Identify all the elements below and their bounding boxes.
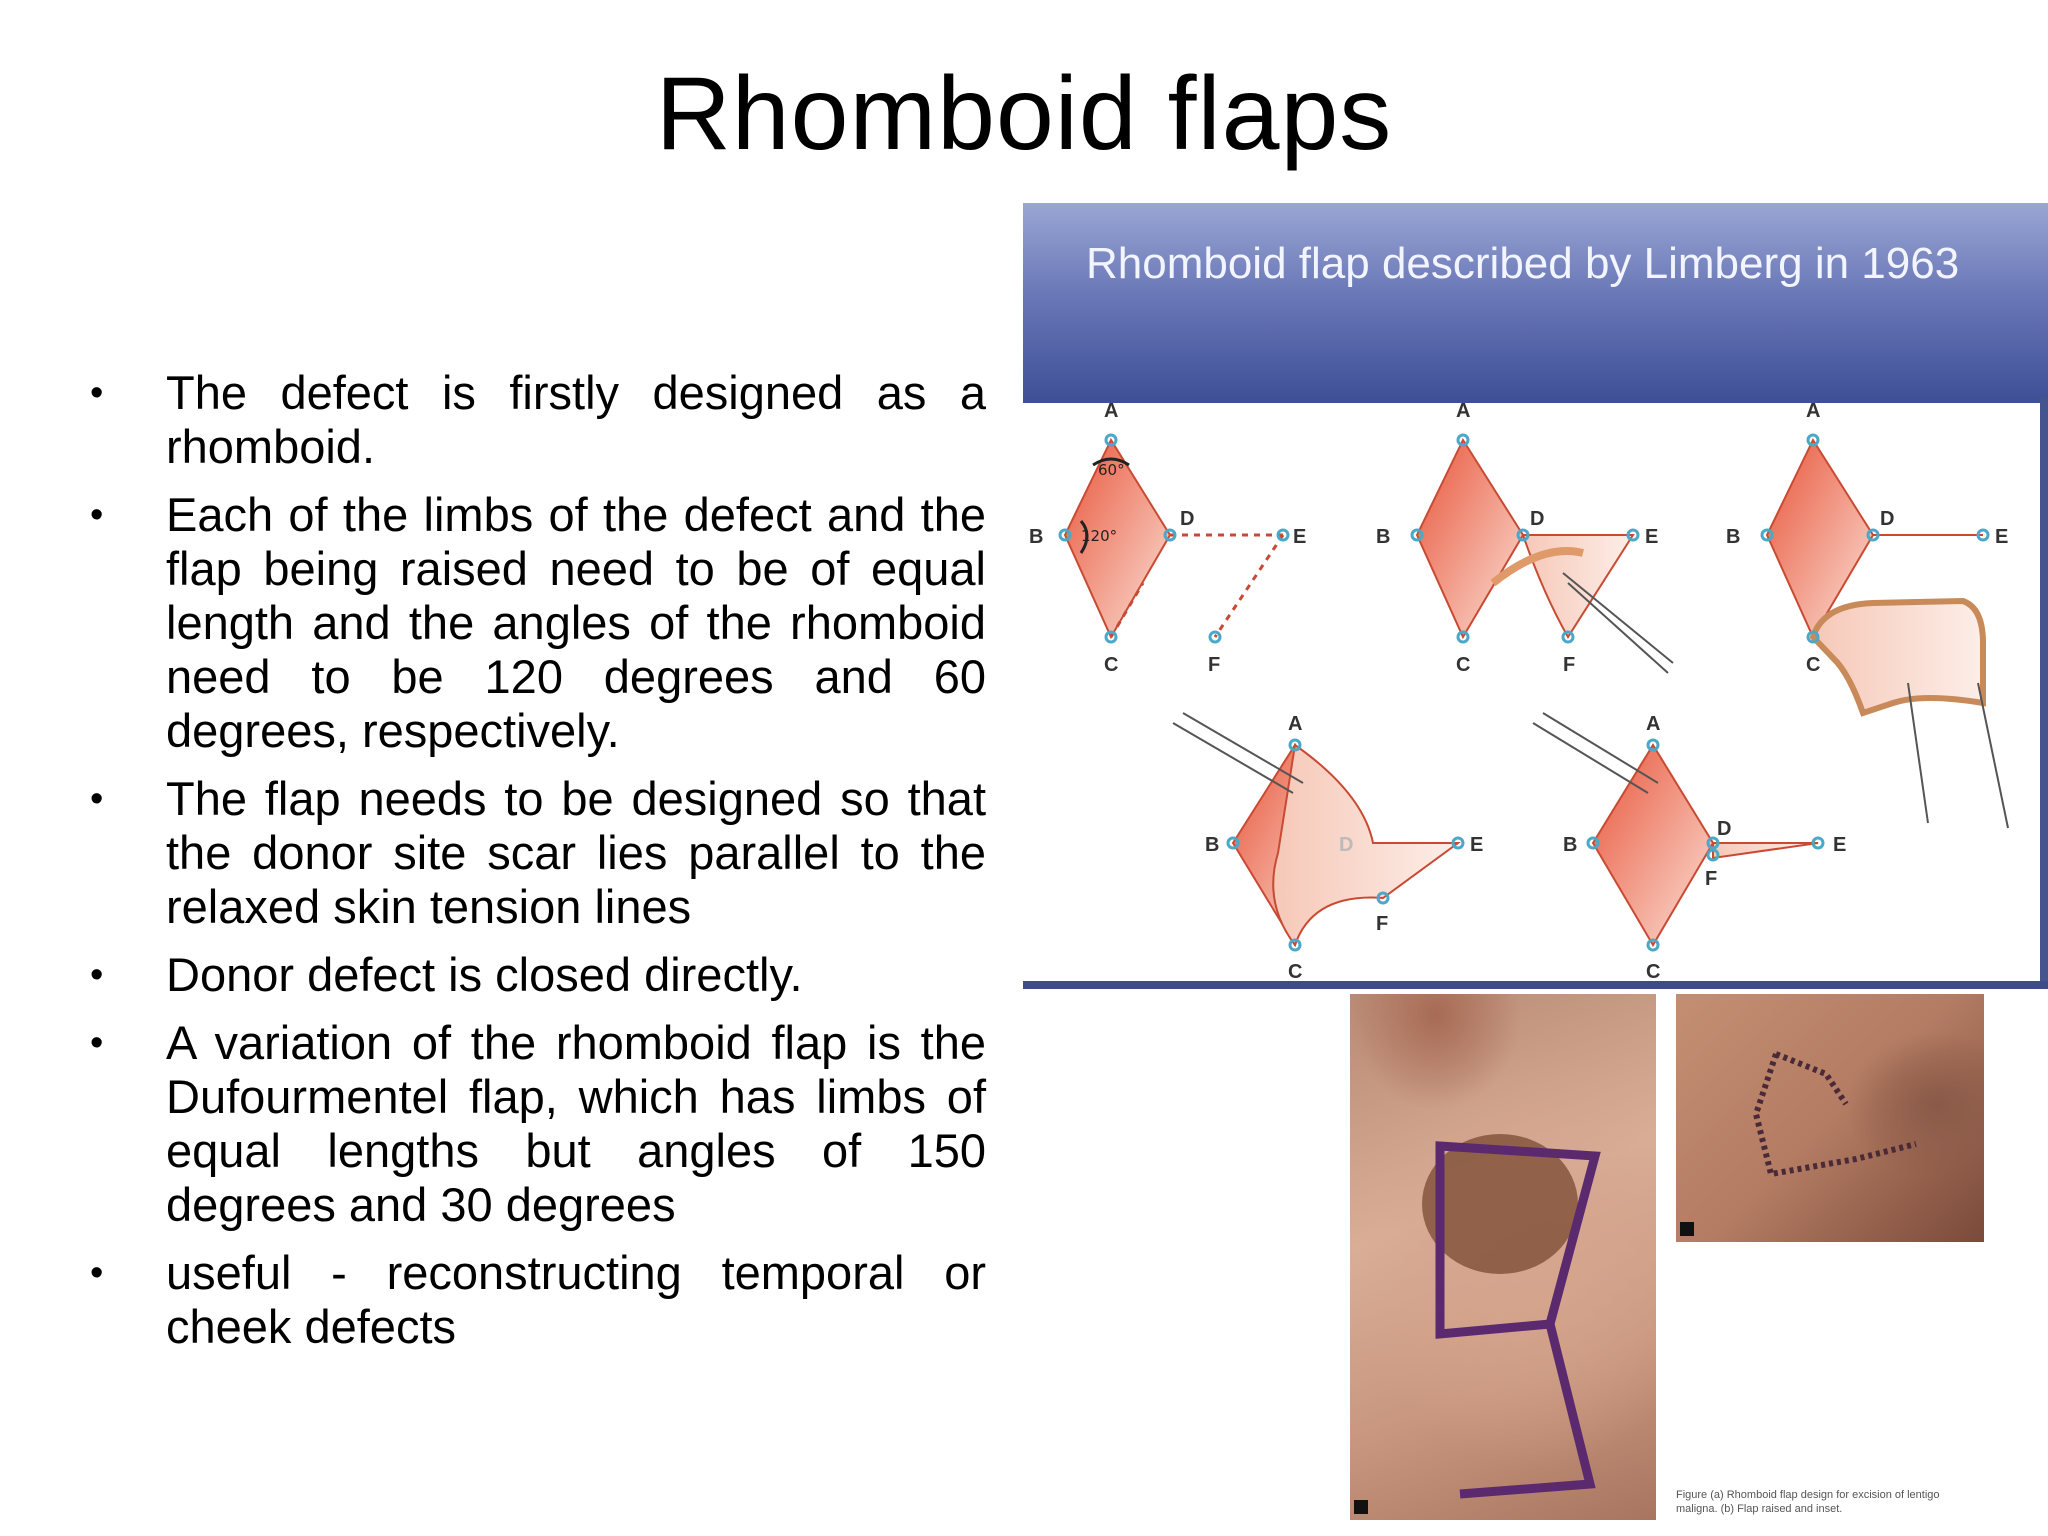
angle-arc-60 bbox=[1092, 457, 1130, 467]
bullet-text: Donor defect is closed directly. bbox=[166, 948, 803, 1001]
label-d: D bbox=[1717, 818, 1731, 840]
bullet-item: • Each of the limbs of the defect and the… bbox=[78, 488, 986, 758]
flap-diagram: 60° 120° A B C D E F A bbox=[1029, 400, 2009, 983]
marker-c bbox=[1104, 630, 1118, 644]
label-a: A bbox=[1456, 400, 1470, 422]
label-c: C bbox=[1806, 654, 1820, 676]
bullet-text: The defect is firstly designed as a rhom… bbox=[166, 366, 986, 473]
label-f: F bbox=[1208, 654, 1220, 676]
angle-label-120: 120° bbox=[1081, 527, 1117, 545]
label-a: A bbox=[1646, 713, 1660, 735]
clinical-photo-result bbox=[1676, 994, 1984, 1242]
rhomboid-flap-figure: Rhomboid flap described by Limberg in 19… bbox=[1023, 203, 2048, 989]
bullet-item: • A variation of the rhomboid flap is the… bbox=[78, 1016, 986, 1232]
label-d: D bbox=[1880, 508, 1894, 530]
label-c: C bbox=[1288, 961, 1302, 983]
bullet-text: A variation of the rhomboid flap is the … bbox=[166, 1016, 986, 1231]
bullet-text: Each of the limbs of the defect and the … bbox=[166, 488, 986, 757]
label-a: A bbox=[1104, 400, 1118, 422]
bullet-item: • useful - reconstructing temporal or che… bbox=[78, 1246, 986, 1354]
bullet-text: useful - reconstructing temporal or chee… bbox=[166, 1246, 986, 1353]
panel-rotation: A B C D E F bbox=[1172, 712, 1483, 983]
label-f: F bbox=[1376, 913, 1388, 935]
label-b: B bbox=[1563, 834, 1577, 856]
marker-d bbox=[1163, 528, 1177, 542]
label-e: E bbox=[1645, 526, 1658, 548]
label-e: E bbox=[1470, 834, 1483, 856]
lesion bbox=[1422, 1134, 1578, 1274]
bullet-text: The flap needs to be designed so that th… bbox=[166, 772, 986, 933]
label-c: C bbox=[1646, 961, 1660, 983]
label-f: F bbox=[1563, 654, 1575, 676]
marker-e bbox=[1276, 528, 1290, 542]
label-a: A bbox=[1806, 400, 1820, 422]
slide-title: Rhomboid flaps bbox=[655, 56, 1393, 172]
bullet-marker: • bbox=[90, 1022, 104, 1064]
angle-label-60: 60° bbox=[1098, 461, 1125, 479]
angle-arc-120 bbox=[1079, 520, 1089, 554]
bullet-item: • Donor defect is closed directly. bbox=[78, 948, 986, 1002]
bullet-marker: • bbox=[90, 494, 104, 536]
bullet-item: • The defect is firstly designed as a rho… bbox=[78, 366, 986, 474]
hook-icon bbox=[1907, 682, 2009, 829]
suture-line bbox=[1752, 1053, 1917, 1178]
label-b: B bbox=[1726, 526, 1740, 548]
label-c: C bbox=[1456, 654, 1470, 676]
bullet-marker: • bbox=[90, 954, 104, 996]
label-e: E bbox=[1293, 526, 1306, 548]
photo-label-b bbox=[1680, 1222, 1694, 1236]
panel-inset: A B C D F E bbox=[1532, 712, 1846, 983]
label-f: F bbox=[1705, 868, 1717, 890]
bullet-marker: • bbox=[90, 778, 104, 820]
marker-a bbox=[1104, 433, 1118, 447]
label-d: D bbox=[1339, 834, 1353, 856]
label-b: B bbox=[1376, 526, 1390, 548]
label-e: E bbox=[1995, 526, 2008, 548]
panel-incision: A B C D E F bbox=[1376, 400, 1674, 676]
marker-b bbox=[1058, 528, 1072, 542]
bullet-marker: • bbox=[90, 1252, 104, 1294]
transposed-flap bbox=[1809, 597, 1986, 717]
figure-caption: Figure (a) Rhomboid flap design for exci… bbox=[1676, 1488, 1976, 1516]
marker-f bbox=[1208, 630, 1222, 644]
photo-label-a bbox=[1354, 1500, 1368, 1514]
bullet-list: • The defect is firstly designed as a rho… bbox=[78, 366, 986, 1368]
figure-header: Rhomboid flap described by Limberg in 19… bbox=[1023, 203, 2048, 403]
bullet-item: • The flap needs to be designed so that t… bbox=[78, 772, 986, 934]
flap-marking bbox=[1459, 1322, 1596, 1499]
bullet-marker: • bbox=[90, 372, 104, 414]
clinical-photo-design bbox=[1350, 994, 1656, 1520]
label-c: C bbox=[1104, 654, 1118, 676]
caption-line: maligna. (b) Flap raised and inset. bbox=[1676, 1503, 1843, 1515]
flap-outline bbox=[1170, 533, 1285, 638]
label-d: D bbox=[1180, 508, 1194, 530]
caption-line: Figure (a) Rhomboid flap design for exci… bbox=[1676, 1489, 1940, 1501]
label-d: D bbox=[1530, 508, 1544, 530]
label-e: E bbox=[1833, 834, 1846, 856]
forceps-icon bbox=[1562, 572, 1674, 674]
figure-border-bottom bbox=[1023, 981, 2048, 989]
figure-border-right bbox=[2040, 398, 2048, 989]
label-a: A bbox=[1288, 713, 1302, 735]
label-b: B bbox=[1205, 834, 1219, 856]
panel-transposition: A B C D E bbox=[1726, 400, 2009, 829]
panel-design: 60° 120° A B C D E F bbox=[1029, 400, 1306, 676]
label-b: B bbox=[1029, 526, 1043, 548]
figure-heading: Rhomboid flap described by Limberg in 19… bbox=[1086, 239, 1960, 288]
